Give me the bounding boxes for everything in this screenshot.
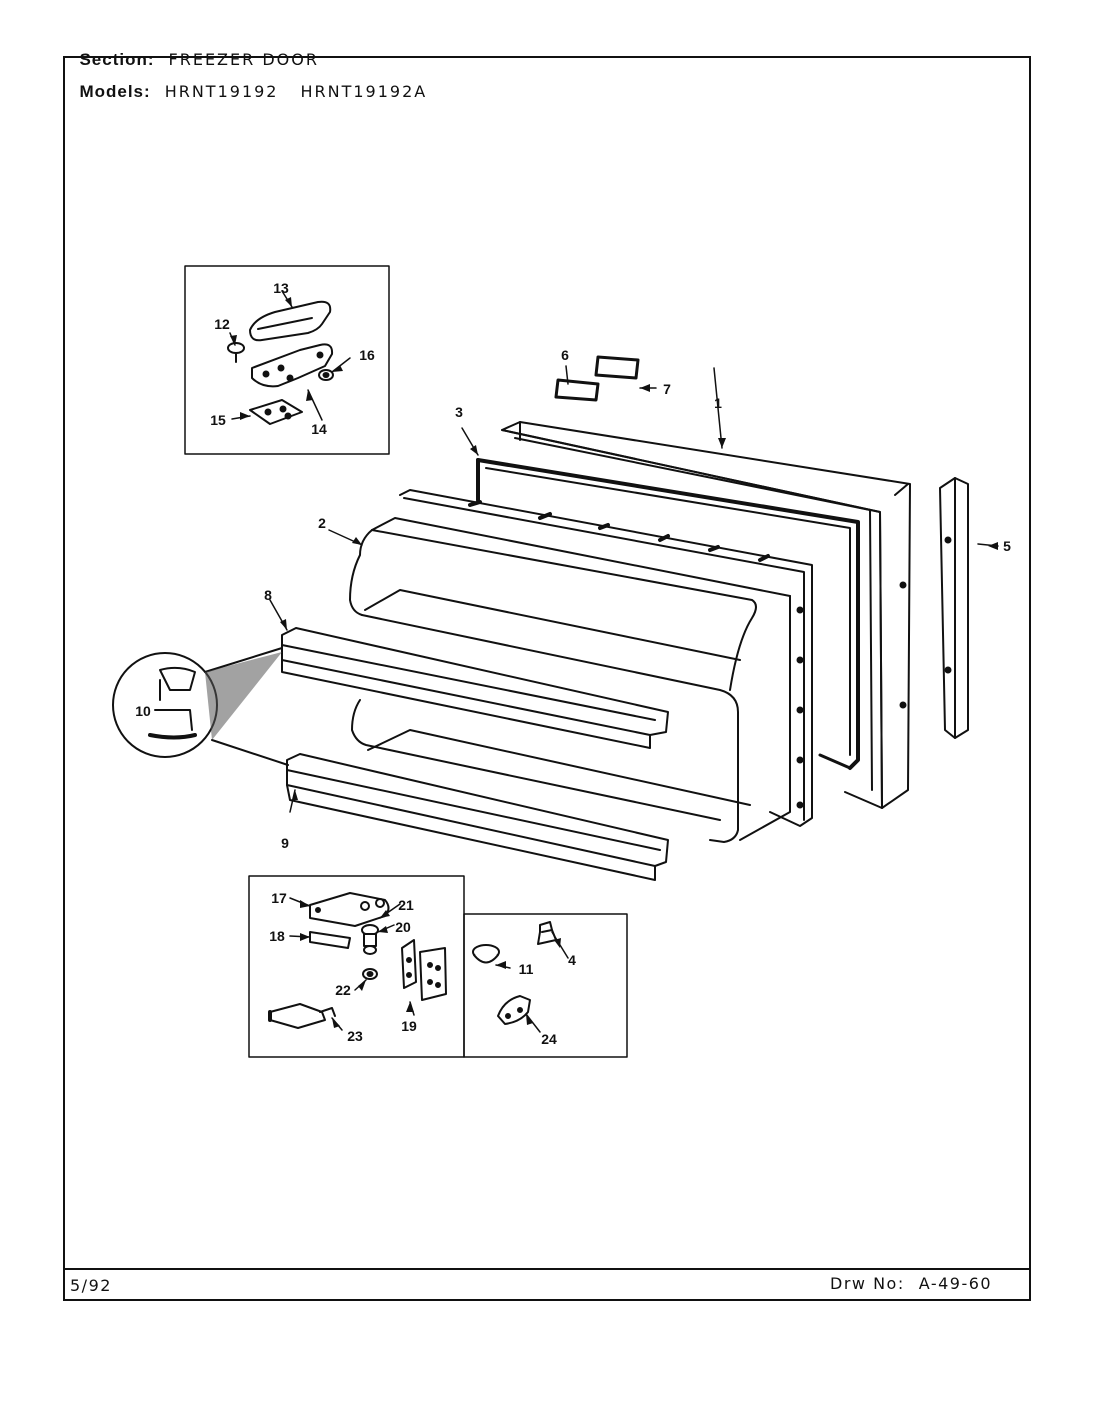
section-value: FREEZER DOOR xyxy=(168,50,319,69)
models-line: Models: HRNT19192 HRNT19192A xyxy=(68,62,449,102)
callout-number: 13 xyxy=(273,280,289,296)
drawing-number-line: Drw No: A-49-60 xyxy=(830,1274,992,1293)
drawing-number: A-49-60 xyxy=(918,1274,993,1293)
callout-number: 2 xyxy=(318,515,326,531)
diagram-frame xyxy=(63,56,1031,1301)
door-stop-part xyxy=(472,944,500,964)
callout-number: 23 xyxy=(347,1028,363,1044)
callout-number: 11 xyxy=(519,961,534,977)
models-label: Models: xyxy=(79,82,151,101)
plug-part xyxy=(594,355,640,380)
callout-number: 9 xyxy=(281,835,289,851)
outer-door-panel xyxy=(501,421,911,809)
hinge-cover-part xyxy=(401,939,447,1001)
plug-part xyxy=(554,378,600,402)
washer-part xyxy=(362,968,378,980)
callout-number: 22 xyxy=(335,982,351,998)
callout-number: 15 xyxy=(210,412,226,428)
callout-number: 18 xyxy=(269,928,285,944)
callout-number: 8 xyxy=(264,587,272,603)
handle-cover-part xyxy=(249,300,332,342)
callout-number: 20 xyxy=(395,919,411,935)
callout-number: 17 xyxy=(271,890,287,906)
bottom-hinge-part xyxy=(268,1003,336,1029)
hinge-pin-part xyxy=(361,924,379,955)
handle-bracket-part xyxy=(251,343,334,388)
callout-number: 7 xyxy=(663,381,671,397)
callout-number: 19 xyxy=(401,1018,417,1034)
hinge-shim-part xyxy=(309,931,351,949)
handle-inset-box xyxy=(184,265,390,455)
callout-number: 21 xyxy=(398,897,414,913)
handle-plate-part xyxy=(249,399,303,425)
spring-clip-part xyxy=(497,995,531,1025)
callout-number: 3 xyxy=(455,404,463,420)
washer-part xyxy=(318,369,334,381)
section-label: Section: xyxy=(79,50,155,69)
door-liner xyxy=(349,489,813,843)
callout-number: 14 xyxy=(311,421,327,437)
model-number: HRNT19192 xyxy=(164,82,279,101)
callout-number: 6 xyxy=(561,347,569,363)
callout-number: 1 xyxy=(714,395,722,411)
misc-inset-box xyxy=(463,913,628,1058)
screw-part xyxy=(227,342,245,363)
section-title: Section: FREEZER DOOR xyxy=(68,30,341,70)
door-gasket xyxy=(476,458,860,770)
callout-number: 12 xyxy=(214,316,230,332)
callout-number: 24 xyxy=(541,1031,557,1047)
shelf-bar xyxy=(281,627,669,749)
callout-number: 5 xyxy=(1003,538,1011,554)
drawing-date: 5/92 xyxy=(70,1276,112,1295)
drawing-number-label: Drw No: xyxy=(830,1274,905,1293)
callout-number: 16 xyxy=(359,347,375,363)
detail-magnifier xyxy=(112,647,289,766)
model-number: HRNT19192A xyxy=(300,82,428,101)
callout-number: 4 xyxy=(568,952,576,968)
callout-number: 10 xyxy=(135,703,151,719)
footer-divider xyxy=(63,1268,1031,1270)
leader-arrowheads xyxy=(230,297,998,1028)
shelf-bar xyxy=(286,753,669,881)
trim-strip xyxy=(939,477,969,739)
hinge-part xyxy=(309,892,390,927)
